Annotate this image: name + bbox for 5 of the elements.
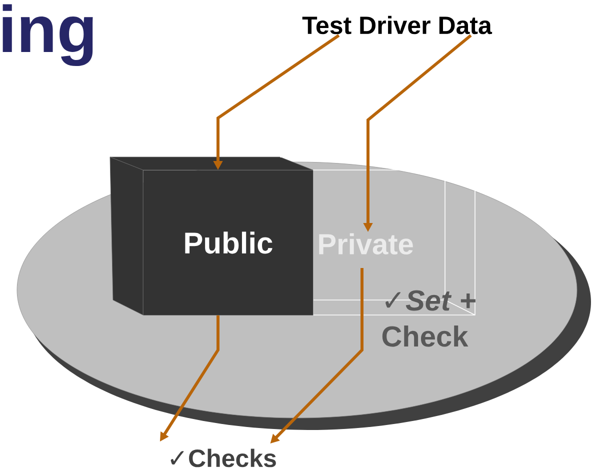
public-box: Public (143, 170, 314, 316)
checks-label: ✓Checks (170, 448, 276, 468)
node-label: Public (185, 232, 272, 254)
title: ing (2, 4, 93, 66)
text-label: Test Driver Data (302, 16, 492, 34)
